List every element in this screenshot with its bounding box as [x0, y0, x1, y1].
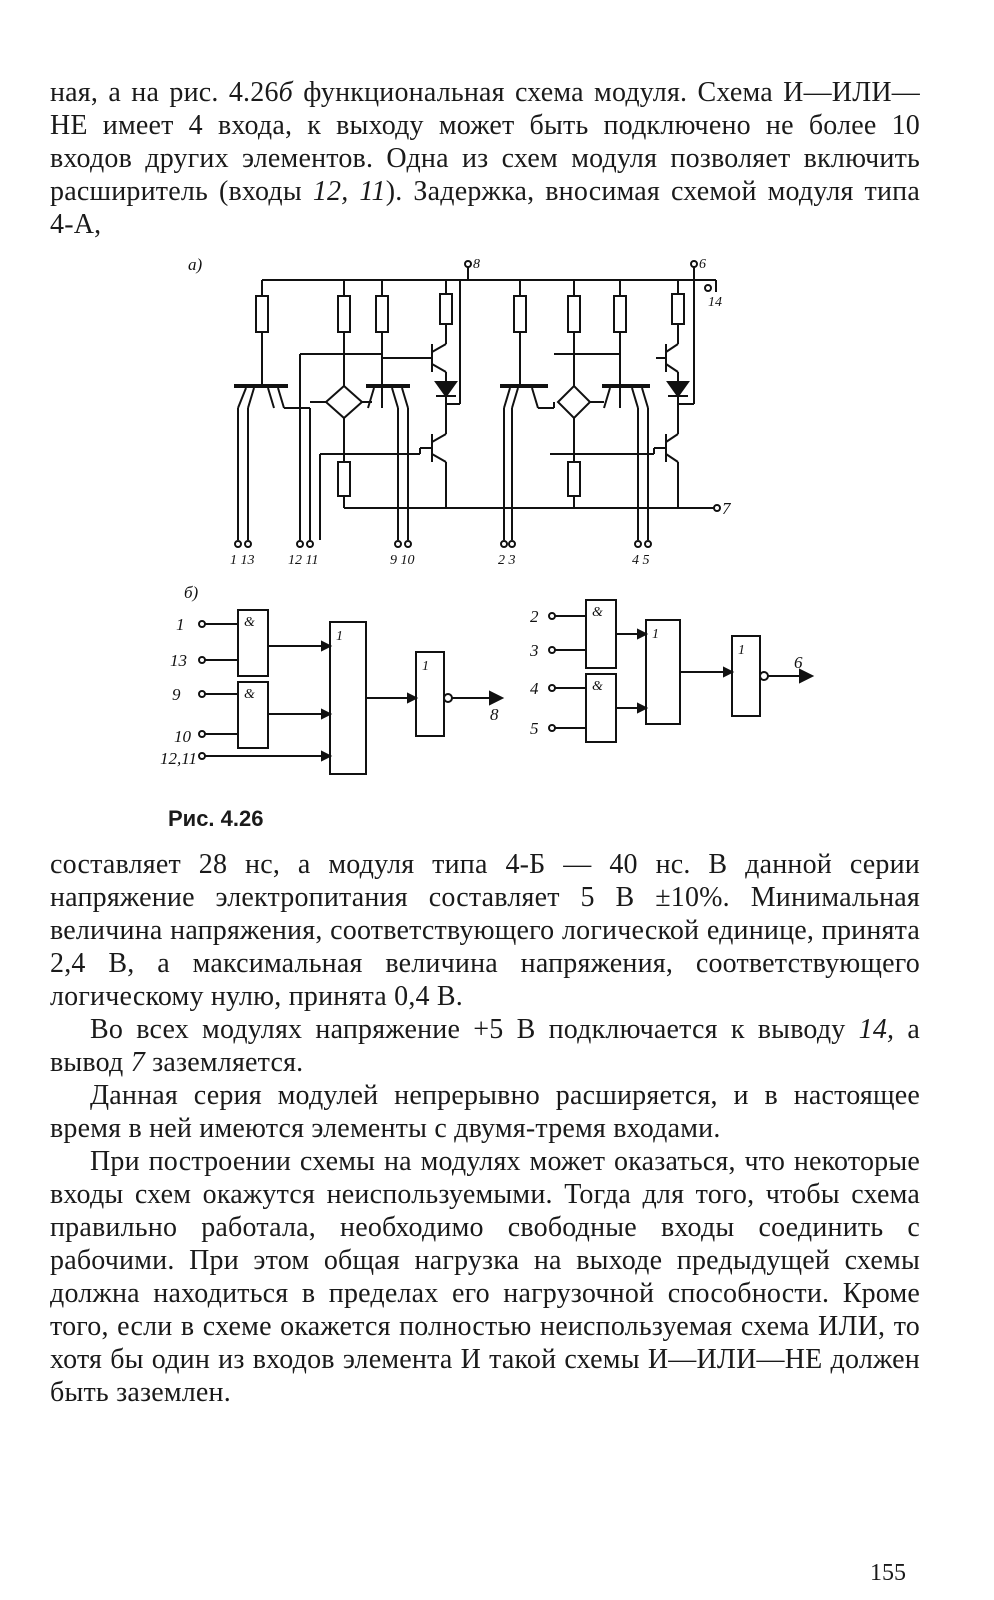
output-label: 8 [490, 705, 499, 724]
text-run: заземляется. [144, 1047, 304, 1078]
page-number: 155 [870, 1560, 906, 1586]
text-run: 14, [858, 1014, 895, 1045]
input-label: 4 [530, 679, 539, 698]
pin-label: 4 5 [632, 553, 650, 568]
input-label: 1 [176, 615, 185, 634]
part-b-label: б) [184, 583, 199, 602]
and-gate-symbol: & [592, 679, 603, 694]
paragraph-3: Данная серия модулей непрерывно расширяе… [50, 1080, 920, 1144]
paragraph-4: При построении схемы на модулях может ок… [50, 1146, 920, 1408]
text-run: функциональная схема модуля. Схема И—ИЛИ… [50, 77, 920, 207]
pin-label: 8 [473, 258, 480, 272]
top-paragraph: ная, а на рис. 4.26б функциональная схем… [50, 76, 920, 241]
pin-label: 7 [722, 499, 732, 518]
not-gate-symbol: 1 [422, 659, 429, 674]
input-label: 12,11 [160, 749, 197, 768]
circuit-diagram: а) 8 6 14 [160, 258, 815, 775]
text-run: б [278, 77, 293, 108]
text-run: ). Задержка, вносимая схемой модуля типа… [50, 176, 920, 240]
part-a-label: а) [188, 258, 203, 274]
text-run: 12, 11 [312, 176, 386, 207]
and-gate-symbol: & [244, 687, 255, 702]
text-run: Во всех модулях напряжение +5 В подключа… [90, 1014, 859, 1045]
input-label: 3 [529, 641, 539, 660]
input-label: 5 [530, 719, 539, 738]
input-label: 13 [170, 651, 187, 670]
text-run: 7 [130, 1047, 145, 1078]
text-run: ная, а на рис. 4.26 [50, 77, 279, 108]
and-gate-symbol: & [592, 605, 603, 620]
input-label: 10 [174, 727, 192, 746]
pin-label: 1 13 [230, 553, 255, 568]
text-run: а вывод [50, 1014, 921, 1078]
pin-label: 6 [699, 258, 706, 272]
figure-4-26: а) 8 6 14 [160, 258, 850, 840]
paragraph-2: Во всех модулях напряжение +5 В подключа… [50, 1013, 920, 1079]
pin-label: 12 11 [288, 553, 318, 568]
figure-caption: Рис. 4.26 [168, 806, 264, 831]
pin-label: 14 [708, 295, 722, 310]
pin-label: 9 10 [390, 553, 415, 568]
paragraph-1: составляет 28 нс, а модуля типа 4-Б — 40… [50, 849, 920, 1012]
or-gate-symbol: 1 [652, 627, 659, 642]
and-gate-symbol: & [244, 615, 255, 630]
not-gate-symbol: 1 [738, 643, 745, 658]
input-label: 2 [530, 607, 539, 626]
body-text: составляет 28 нс, а модуля типа 4-Б — 40… [50, 848, 920, 1409]
output-label: 6 [794, 653, 803, 672]
input-label: 9 [172, 685, 181, 704]
or-gate-symbol: 1 [336, 629, 343, 644]
pin-label: 2 3 [498, 553, 516, 568]
